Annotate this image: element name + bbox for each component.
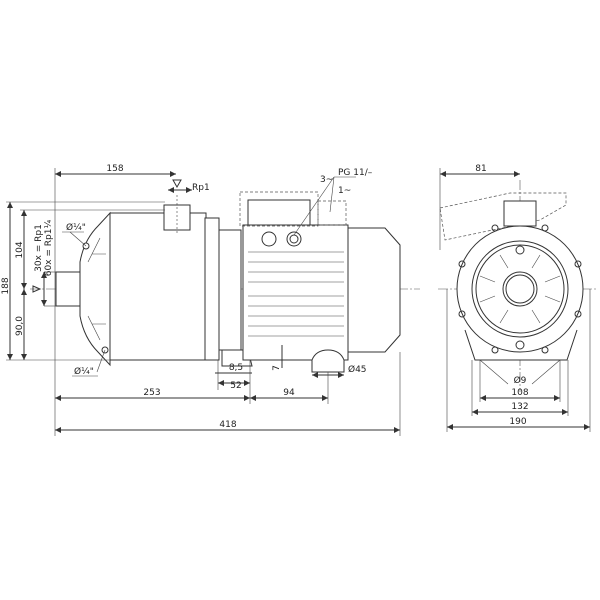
cable-gland-right <box>286 231 302 247</box>
cable-gland-left <box>261 231 277 247</box>
suction-opening <box>502 271 538 307</box>
discharge-port <box>163 204 191 231</box>
dim-158: 158 <box>106 164 123 174</box>
dim-45: Ø45 <box>348 364 367 375</box>
flow-direction-icon <box>172 179 182 189</box>
side-view: 158 Rp1 PG 11/– 3~ 1~ 188 104 90,0 30x =… <box>1 164 420 436</box>
dim-104: 104 <box>15 241 25 258</box>
label-inlet-30x: 30x = Rp1 <box>34 224 44 272</box>
pump-head <box>79 211 111 367</box>
flow-direction-icon <box>32 285 42 293</box>
dim-7: 7 <box>272 365 282 371</box>
dim-253: 253 <box>143 388 160 398</box>
bolt-holes <box>458 224 582 354</box>
dim-94: 94 <box>283 388 295 398</box>
dim-90: 90,0 <box>15 316 25 336</box>
label-pg: PG 11/– <box>338 168 373 178</box>
label-drain-top: Ø¼" <box>66 222 86 233</box>
dim-9: Ø9 <box>514 375 527 386</box>
label-1-phase: 1~ <box>338 186 351 196</box>
motor <box>242 224 349 361</box>
dim-81: 81 <box>475 164 486 174</box>
dim-188: 188 <box>1 277 11 294</box>
dim-418: 418 <box>219 420 236 430</box>
dim-190: 190 <box>509 417 526 427</box>
suction-port <box>55 271 81 307</box>
terminal-box <box>247 199 311 226</box>
label-rp1: Rp1 <box>192 183 210 193</box>
dim-132: 132 <box>511 402 528 412</box>
motor-foot <box>311 349 345 373</box>
label-3-phase: 3~ <box>320 175 333 185</box>
front-view: 81 Ø9 108 132 190 <box>438 164 598 432</box>
label-inlet-60x: 60x = Rp1¼ <box>44 220 54 277</box>
dim-8-5: 8,5 <box>229 363 243 373</box>
pump-housing <box>109 212 207 361</box>
flange <box>204 217 220 361</box>
dim-108: 108 <box>511 388 528 398</box>
front-flange <box>456 225 584 353</box>
fan-cover <box>347 227 401 353</box>
label-drain-bottom: Ø¼" <box>74 366 94 377</box>
dim-52: 52 <box>230 381 241 391</box>
